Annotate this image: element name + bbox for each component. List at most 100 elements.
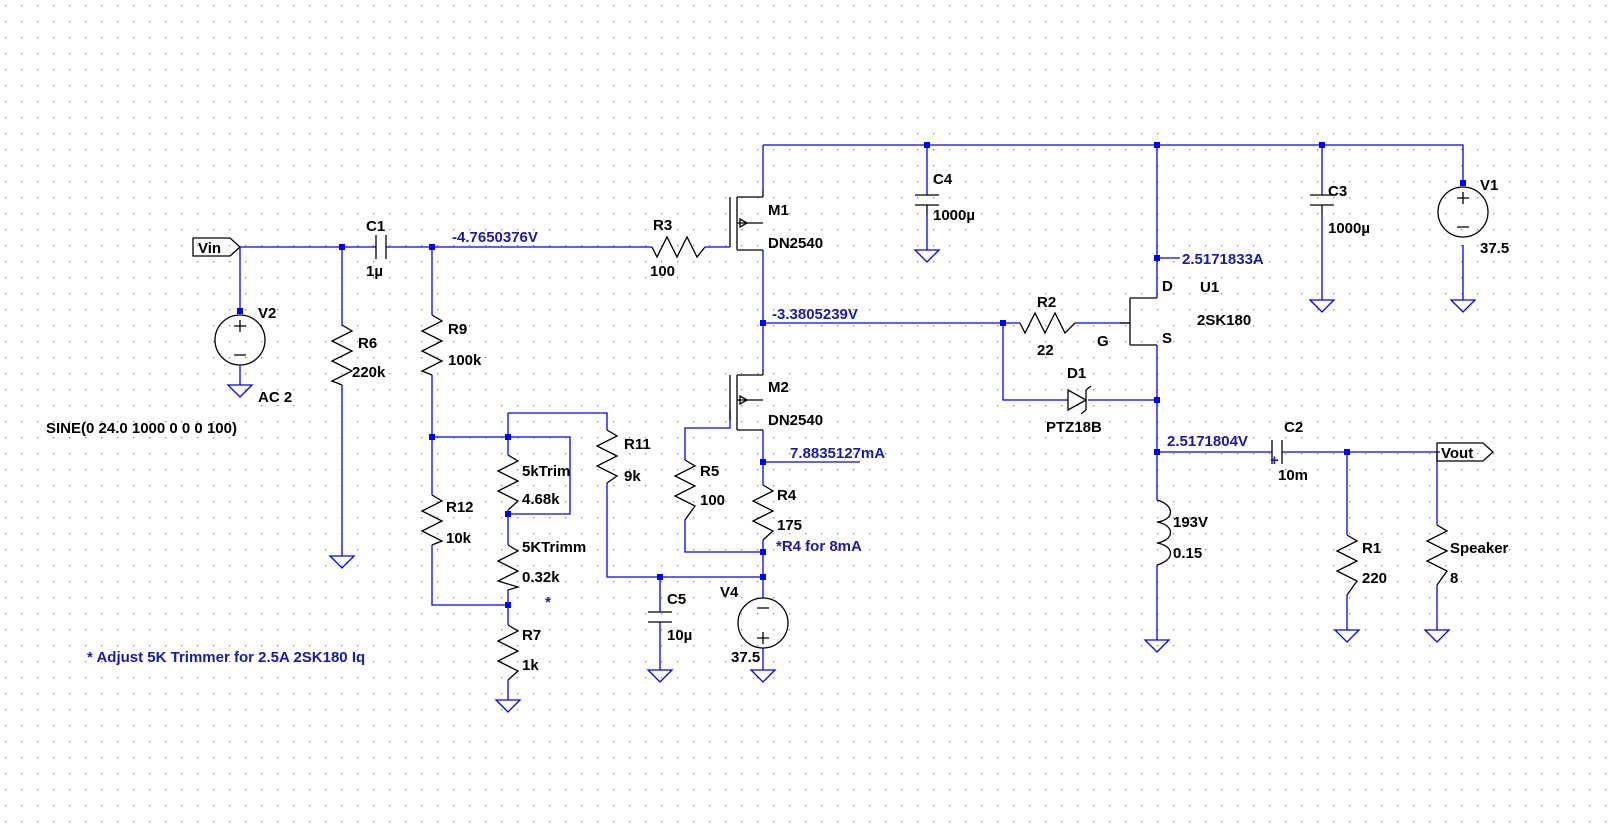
trim-a-name: 5kTrim (522, 463, 570, 480)
junction-dots (237, 142, 1466, 608)
r9-value: 100k (448, 352, 482, 369)
c4-name: C4 (933, 171, 953, 188)
r11-value: 9k (624, 468, 641, 485)
v1-value: 37.5 (1480, 240, 1509, 257)
trimmer-b[interactable]: 5KTrimm 0.32k * (496, 539, 586, 611)
speaker-name: Speaker (1450, 540, 1509, 557)
port-vout[interactable]: Vout (1436, 442, 1494, 462)
r4-value: 175 (777, 517, 802, 534)
speaker-value: 8 (1450, 570, 1458, 587)
c3-name: C3 (1328, 183, 1347, 200)
r12-name: R12 (446, 499, 474, 516)
m1-name: M1 (768, 202, 789, 219)
r12-value: 10k (446, 530, 472, 547)
r2-value: 22 (1037, 342, 1054, 359)
port-vin-label: Vin (198, 240, 221, 257)
trim-b-mark: * (545, 594, 551, 611)
resistor-r7[interactable]: R7 1k (496, 624, 541, 681)
voltage-source-v2[interactable]: V2 AC 2 SINE(0 24.0 1000 0 0 0 100) (46, 305, 292, 437)
d1-name: D1 (1067, 365, 1086, 382)
c5-value: 10µ (667, 627, 692, 644)
c2-polarity-mark: + (1270, 452, 1279, 469)
c2-value: 10m (1278, 467, 1308, 484)
l1-name: 193V (1173, 514, 1208, 531)
l1-value: 0.15 (1173, 545, 1202, 562)
note-r4: *R4 for 8mA (776, 538, 862, 555)
m1-model: DN2540 (768, 235, 823, 252)
u1-name: U1 (1200, 279, 1219, 296)
trim-b-name: 5KTrimm (522, 539, 586, 556)
capacitor-c3[interactable]: C3 1000µ (1310, 183, 1370, 237)
resistor-r4[interactable]: R4 175 (751, 484, 802, 541)
c5-name: C5 (667, 591, 686, 608)
op-source-node: 2.5171804V (1167, 433, 1248, 450)
resistor-r3[interactable]: R3 100 (650, 217, 706, 280)
voltage-source-v4[interactable]: V4 37.5 (720, 584, 789, 666)
capacitor-c1[interactable]: C1 1µ (366, 218, 387, 280)
mosfet-m1[interactable]: M1 DN2540 (729, 190, 823, 252)
u1-pin-s: S (1162, 330, 1172, 347)
v2-value: AC 2 (258, 389, 292, 406)
resistor-r2[interactable]: R2 22 (1019, 294, 1076, 359)
trim-a-value: 4.68k (522, 491, 560, 508)
r2-name: R2 (1037, 294, 1056, 311)
c1-value: 1µ (366, 263, 383, 280)
c1-name: C1 (366, 218, 385, 235)
resistor-r12[interactable]: R12 10k (420, 494, 474, 547)
r5-value: 100 (700, 492, 725, 509)
note-trimmer: * Adjust 5K Trimmer for 2.5A 2SK180 Iq (87, 649, 365, 666)
resistor-speaker[interactable]: Speaker 8 (1425, 524, 1509, 587)
voltage-source-v1[interactable]: V1 37.5 (1437, 177, 1509, 257)
r11-name: R11 (624, 436, 651, 453)
c4-value: 1000µ (933, 207, 975, 224)
op-gate-m1: -4.7650376V (452, 229, 538, 246)
mosfet-m2[interactable]: M2 DN2540 (729, 370, 823, 431)
v1-name: V1 (1480, 177, 1498, 194)
trim-b-value: 0.32k (522, 569, 560, 586)
c3-value: 1000µ (1328, 220, 1370, 237)
trimmer-a[interactable]: 5kTrim 4.68k (496, 454, 570, 511)
capacitor-c2[interactable]: + C2 10m (1270, 419, 1308, 484)
resistor-r1[interactable]: R1 220 (1335, 534, 1387, 596)
resistor-r6[interactable]: R6 220k (330, 324, 386, 386)
u1-pin-g: G (1097, 333, 1109, 350)
r6-name: R6 (358, 335, 377, 352)
m2-name: M2 (768, 379, 789, 396)
v2-name: V2 (258, 305, 276, 322)
ground-symbols (226, 249, 1477, 713)
v2-source: SINE(0 24.0 1000 0 0 0 100) (46, 420, 237, 437)
op-point-labels: -4.7650376V -3.3805239V 2.5171833A 2.517… (452, 229, 1264, 462)
r5-name: R5 (700, 463, 719, 480)
op-mid-node: -3.3805239V (772, 306, 858, 323)
capacitor-c4[interactable]: C4 1000µ (915, 171, 975, 224)
resistor-r11[interactable]: R11 9k (595, 429, 651, 485)
v4-name: V4 (720, 584, 739, 601)
op-m2-current: 7.8835127mA (790, 445, 885, 462)
zener-d1[interactable]: D1 PTZ18B (1046, 365, 1102, 436)
u1-model: 2SK180 (1197, 312, 1251, 329)
inductor-l1[interactable]: 193V 0.15 (1156, 499, 1208, 566)
r7-value: 1k (522, 657, 539, 674)
v4-value: 37.5 (731, 649, 760, 666)
capacitor-c5[interactable]: C5 10µ (648, 591, 692, 644)
jfet-u1[interactable]: D G S U1 2SK180 (1097, 278, 1251, 350)
m2-model: DN2540 (768, 412, 823, 429)
r3-name: R3 (653, 217, 672, 234)
c2-name: C2 (1284, 419, 1303, 436)
schematic-notes: *R4 for 8mA * Adjust 5K Trimmer for 2.5A… (87, 538, 862, 666)
r6-value: 220k (352, 364, 386, 381)
port-vin[interactable]: Vin (192, 237, 241, 257)
r3-value: 100 (650, 263, 675, 280)
resistor-r9[interactable]: R9 100k (420, 314, 482, 376)
resistor-r5[interactable]: R5 100 (673, 459, 725, 521)
r9-name: R9 (448, 321, 467, 338)
port-vout-label: Vout (1441, 445, 1473, 462)
r4-name: R4 (777, 487, 797, 504)
d1-model: PTZ18B (1046, 419, 1102, 436)
op-u1-drain-current: 2.5171833A (1182, 251, 1264, 268)
u1-pin-d: D (1162, 278, 1173, 295)
r1-value: 220 (1362, 570, 1387, 587)
